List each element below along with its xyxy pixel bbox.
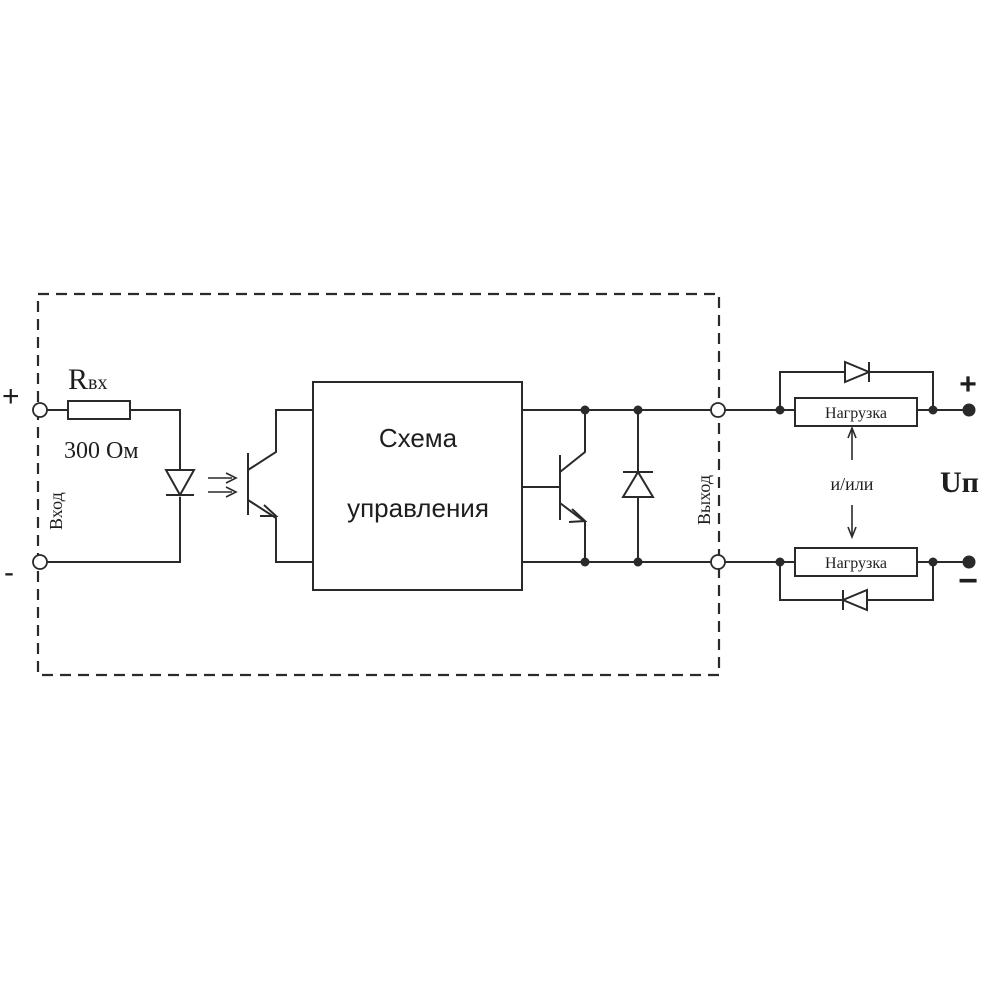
junction-dot xyxy=(580,557,590,567)
supply-plus-terminal xyxy=(962,403,976,417)
load-bottom-label: Нагрузка xyxy=(825,555,887,572)
top-bypass-loop xyxy=(779,371,934,410)
supply-minus-sign: − xyxy=(958,562,978,600)
optocoupler-led xyxy=(164,469,196,498)
relay-enclosure xyxy=(36,292,721,677)
input-plus-wire xyxy=(47,409,181,470)
load-top-label: Нагрузка xyxy=(825,405,887,422)
input-minus-sign: - xyxy=(4,556,14,589)
input-plus-terminal xyxy=(32,402,48,418)
junction-dot xyxy=(928,405,938,415)
resistor-symbol: Rвх xyxy=(68,363,107,396)
phototransistor xyxy=(247,409,313,563)
input-minus-wire xyxy=(47,497,181,563)
junction-dot xyxy=(633,405,643,415)
resistor-subscript: вх xyxy=(88,372,107,394)
junction-dot xyxy=(633,557,643,567)
control-circuit-block xyxy=(312,381,523,591)
top-bypass-diode xyxy=(844,360,872,384)
load-bottom xyxy=(794,547,918,577)
resistor-letter: R xyxy=(68,363,88,396)
output-label: Выход xyxy=(694,475,714,525)
output-transistor xyxy=(559,410,588,562)
supply-minus-terminal xyxy=(962,555,976,569)
output-plus-terminal xyxy=(710,402,726,418)
protection-diode xyxy=(621,410,655,562)
load-top xyxy=(794,397,918,427)
output-minus-terminal xyxy=(710,554,726,570)
supply-voltage-label: Uп xyxy=(940,466,979,499)
junction-dot xyxy=(775,557,785,567)
junction-dot xyxy=(928,557,938,567)
supply-plus-sign: + xyxy=(959,368,977,401)
input-plus-sign: + xyxy=(2,380,20,413)
and-or-label: и/или xyxy=(831,474,874,494)
light-emission-arrows xyxy=(208,472,238,498)
control-block-label-line1: Схема xyxy=(379,423,458,453)
resistor-value: 300 Ом xyxy=(64,438,139,464)
input-minus-terminal xyxy=(32,554,48,570)
bottom-bypass-loop xyxy=(779,562,934,601)
junction-dot xyxy=(775,405,785,415)
and-or-double-arrow xyxy=(847,425,857,540)
input-resistor xyxy=(67,400,131,420)
bottom-bypass-diode xyxy=(840,588,868,612)
junction-dot xyxy=(580,405,590,415)
control-block-label-line2: управления xyxy=(347,493,489,523)
input-label: Вход xyxy=(46,492,66,530)
